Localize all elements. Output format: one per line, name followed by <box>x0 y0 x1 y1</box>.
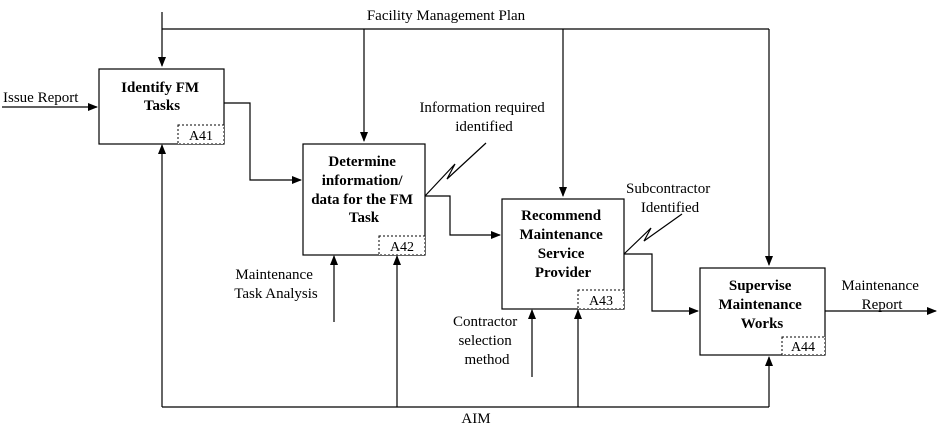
svg-text:Supervise Maintenance: Supervise Maintenance Works <box>718 278 805 332</box>
facility-management-plan-label: Facility Management Plan <box>367 8 526 24</box>
activity-a41: Identify FM Tasks A41 <box>98 68 225 145</box>
info-required-label: Information required identified <box>419 100 548 135</box>
activity-a44: Supervise Maintenance Works A44 <box>699 267 826 356</box>
a44-title-line: Works <box>741 316 784 332</box>
a42-title-line: data for the FM <box>311 192 413 208</box>
a43-title-line: Service <box>538 246 585 262</box>
flow-a41-to-a42 <box>224 102 302 184</box>
issue-report-label: Issue Report <box>3 90 79 106</box>
svg-text:Identify FM Tasks: Identify FM Tasks <box>121 80 203 114</box>
subcontractor-label: Subcontractor Identified <box>626 181 714 216</box>
a41-title-line: Tasks <box>144 98 180 114</box>
a43-title-line: Maintenance <box>519 227 603 243</box>
maintenance-report-label: Maintenance Report <box>841 278 922 313</box>
facility-management-plan-control <box>158 12 773 266</box>
a42-title-line: Task <box>349 210 380 226</box>
activity-a43: Recommend Maintenance Service Provider A… <box>501 198 625 310</box>
a42-code: A42 <box>390 240 414 255</box>
a41-title-line: Identify FM <box>121 80 199 96</box>
info-required-leader <box>424 142 487 197</box>
svg-text:Determine information/: Determine information/ data for the FM T… <box>311 154 417 226</box>
a44-title-line: Supervise <box>729 278 792 294</box>
a41-code: A41 <box>189 129 213 144</box>
a42-title-line: Determine <box>328 154 396 170</box>
a44-code: A44 <box>791 340 815 355</box>
task-analysis-label: Maintenance Task Analysis <box>234 267 318 302</box>
flow-a43-to-a44 <box>624 253 699 315</box>
a43-code: A43 <box>589 294 613 309</box>
aim-mechanism <box>158 144 773 408</box>
contractor-method-label: Contractor selection method <box>453 314 521 368</box>
aim-label: AIM <box>461 411 490 426</box>
a43-title-line: Provider <box>535 265 592 281</box>
subcontractor-leader <box>623 213 683 255</box>
flow-a42-to-a43 <box>425 195 501 239</box>
a42-title-line: information/ <box>322 173 404 189</box>
svg-text:Recommend Maintenance: Recommend Maintenance Service Provider <box>519 208 606 281</box>
activity-a42: Determine information/ data for the FM T… <box>302 143 426 256</box>
a44-title-line: Maintenance <box>718 297 802 313</box>
a43-title-line: Recommend <box>521 208 602 224</box>
